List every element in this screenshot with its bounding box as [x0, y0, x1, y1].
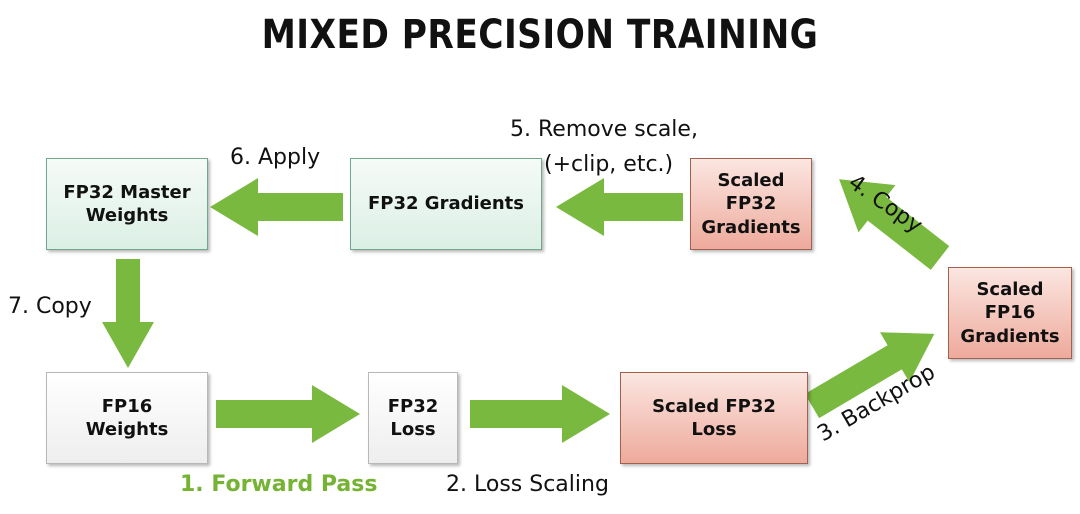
arrow-backprop [804, 332, 935, 419]
arrow-remove-scale [556, 178, 683, 236]
step-remove-scale-sublabel: (+clip, etc.) [544, 152, 674, 177]
arrow-forward-pass [216, 385, 360, 443]
fp32-master-weights-box: FP32 Master Weights [46, 158, 208, 250]
diagram-title: MIXED PRECISION TRAINING [261, 12, 819, 58]
fp32-gradients-box: FP32 Gradients [350, 158, 542, 250]
scaled-fp32-loss-box: Scaled FP32 Loss [620, 372, 808, 464]
step-loss-scaling-label: 2. Loss Scaling [446, 472, 609, 497]
fp16-weights-box: FP16 Weights [46, 372, 208, 464]
arrow-apply [210, 178, 343, 236]
arrow-loss-scaling [470, 385, 610, 443]
scaled-fp16-gradients-box: Scaled FP16 Gradients [948, 267, 1072, 359]
step-remove-scale-label: 5. Remove scale, [510, 117, 698, 142]
arrow-copy-7 [102, 259, 154, 368]
fp32-loss-box: FP32 Loss [368, 372, 458, 464]
scaled-fp32-gradients-box: Scaled FP32 Gradients [690, 158, 812, 250]
arrow-copy-4 [839, 179, 950, 270]
step-forward-pass-label: 1. Forward Pass [180, 472, 378, 497]
step-copy-7-label: 7. Copy [8, 294, 92, 319]
step-apply-label: 6. Apply [230, 145, 321, 170]
